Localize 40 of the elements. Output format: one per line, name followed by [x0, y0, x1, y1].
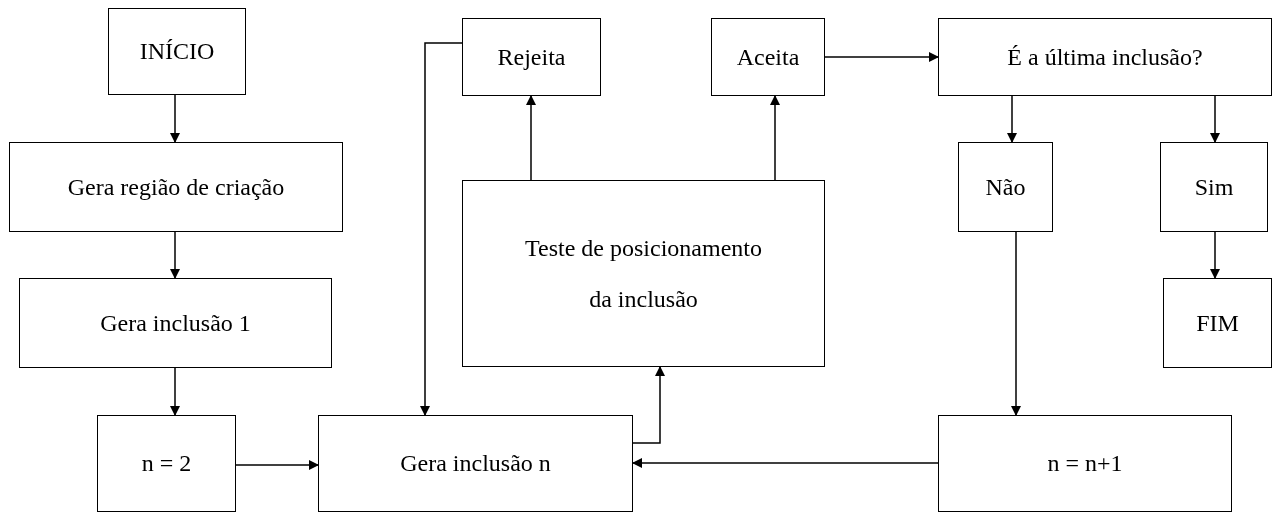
- process-box: [108, 8, 246, 95]
- process-box: [938, 18, 1272, 96]
- arrow: [1007, 95, 1017, 143]
- box-label: Gera inclusão 1: [100, 308, 251, 338]
- arrow: [1210, 231, 1220, 279]
- process-box: [318, 415, 633, 512]
- arrow: [526, 95, 536, 181]
- process-box: [462, 180, 825, 367]
- box-label: Aceita: [736, 42, 800, 72]
- arrow: [1011, 231, 1021, 416]
- box-label: Gera inclusão n: [400, 449, 551, 479]
- arrow: [824, 52, 939, 62]
- process-box: [97, 415, 236, 512]
- box-label: INÍCIO: [139, 37, 215, 67]
- box-label: Teste de posicionamento da inclusão: [524, 234, 763, 314]
- box-label: É a última inclusão?: [1007, 42, 1203, 72]
- arrow: [770, 95, 780, 181]
- process-box: [1163, 278, 1272, 368]
- arrow: [235, 460, 319, 470]
- arrow: [632, 458, 939, 468]
- arrow: [170, 367, 180, 416]
- process-box: [1160, 142, 1268, 232]
- process-box: [711, 18, 825, 96]
- process-box: [462, 18, 601, 96]
- arrow: [420, 42, 463, 416]
- box-label: Não: [985, 172, 1026, 202]
- box-label: FIM: [1196, 308, 1239, 338]
- process-box: [958, 142, 1053, 232]
- box-label: Sim: [1194, 172, 1234, 202]
- box-label: Rejeita: [497, 42, 566, 72]
- process-box: [19, 278, 332, 368]
- process-box: [938, 415, 1232, 512]
- arrow: [632, 366, 665, 444]
- box-label: n = 2: [141, 449, 192, 479]
- box-label: n = n+1: [1047, 449, 1123, 479]
- arrow: [170, 94, 180, 143]
- arrow: [1210, 95, 1220, 143]
- arrow: [170, 231, 180, 279]
- process-box: [9, 142, 343, 232]
- box-label: Gera região de criação: [67, 172, 285, 202]
